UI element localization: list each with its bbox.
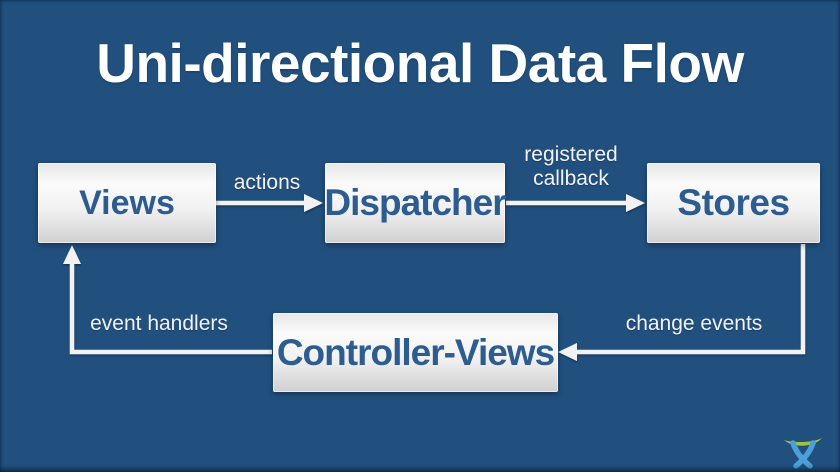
edge-label-registered-callback: registered callback [524, 143, 618, 190]
node-controller-views: Controller-Views [273, 313, 558, 392]
node-controller-views-label: Controller-Views [276, 331, 555, 373]
logo-figure-left-arm [790, 440, 813, 469]
edge-label-change-events: change events [625, 312, 763, 335]
page-title: Uni-directional Data Flow [96, 32, 744, 94]
arrow-views-to-dispatcher [216, 194, 323, 212]
edge-label-event-handlers: event handlers [90, 312, 228, 335]
arrow-stores-to-controller-views [558, 244, 806, 361]
node-dispatcher: Dispatcher [324, 163, 507, 243]
confluence-logo-icon [784, 438, 822, 469]
node-stores: Stores [647, 163, 820, 243]
arrow-dispatcher-to-stores [506, 194, 645, 212]
logo-crescent [784, 438, 822, 446]
logo-figure-right-arm [793, 440, 816, 469]
edge-label-actions: actions [233, 171, 301, 194]
node-dispatcher-label: Dispatcher [324, 182, 506, 223]
node-views: Views [38, 163, 216, 243]
node-views-label: Views [79, 183, 175, 222]
node-stores-label: Stores [677, 182, 790, 223]
